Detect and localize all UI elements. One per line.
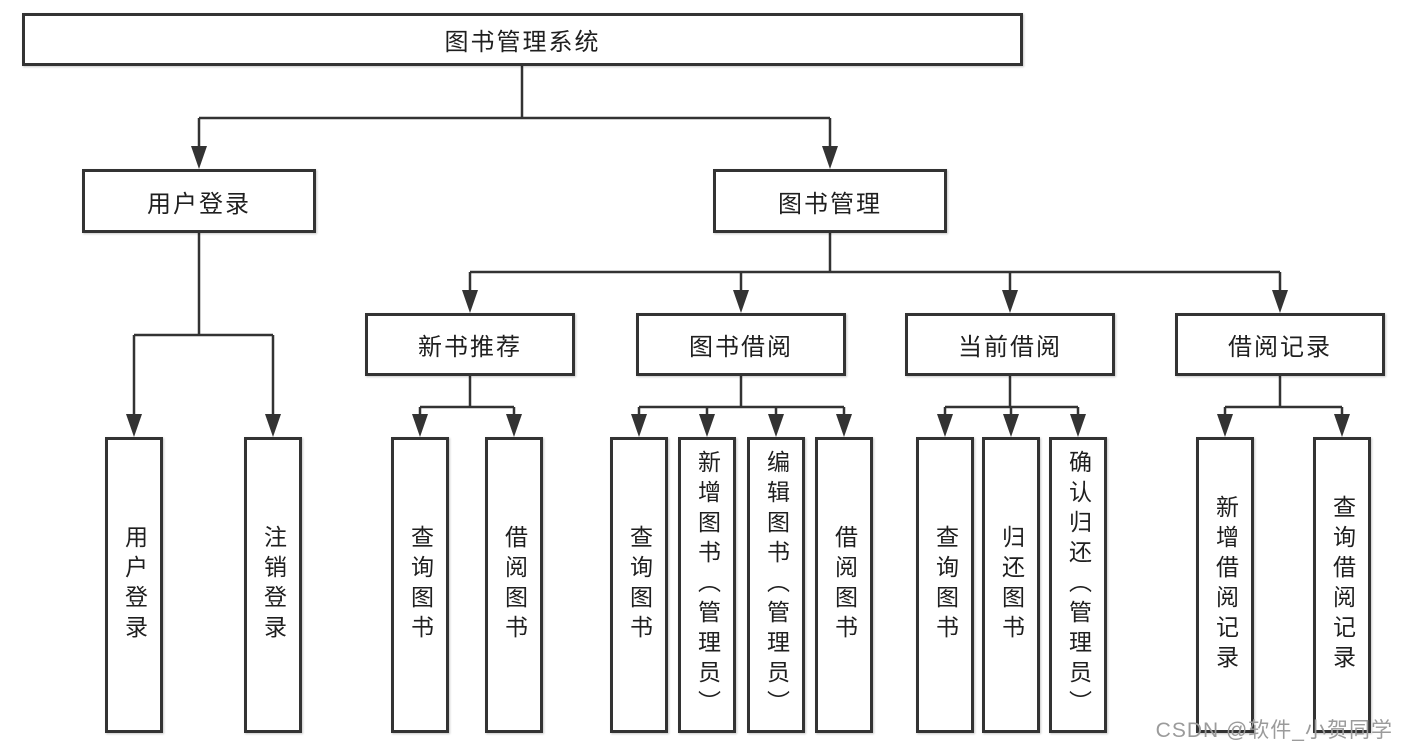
watermark: CSDN @软件_小贺同学 [1155,719,1393,742]
leaf-add-borrow-record: 新增借阅记录 [1196,437,1254,733]
leaf-borrow-books: 借阅图书 [815,437,873,733]
node-borrow-records: 借阅记录 [1175,313,1385,376]
node-current-borrow: 当前借阅 [905,313,1115,376]
leaf-edit-book-admin: 编辑图书（管理员） [747,437,805,733]
leaf-query-books-current: 查询图书 [916,437,974,733]
node-user-login-branch: 用户登录 [82,169,316,233]
leaf-return-book: 归还图书 [982,437,1040,733]
leaf-query-borrow-record: 查询借阅记录 [1313,437,1371,733]
leaf-confirm-return-admin: 确认归还（管理员） [1049,437,1107,733]
leaf-query-books-borrow: 查询图书 [610,437,668,733]
node-new-book-recommend: 新书推荐 [365,313,575,376]
leaf-add-book-admin: 新增图书（管理员） [678,437,736,733]
node-root: 图书管理系统 [22,13,1023,66]
leaf-query-books-recommend: 查询图书 [391,437,449,733]
node-book-management-branch: 图书管理 [713,169,947,233]
leaf-borrow-books-recommend: 借阅图书 [485,437,543,733]
node-book-borrow: 图书借阅 [636,313,846,376]
leaf-user-login: 用户登录 [105,437,163,733]
leaf-logout: 注销登录 [244,437,302,733]
